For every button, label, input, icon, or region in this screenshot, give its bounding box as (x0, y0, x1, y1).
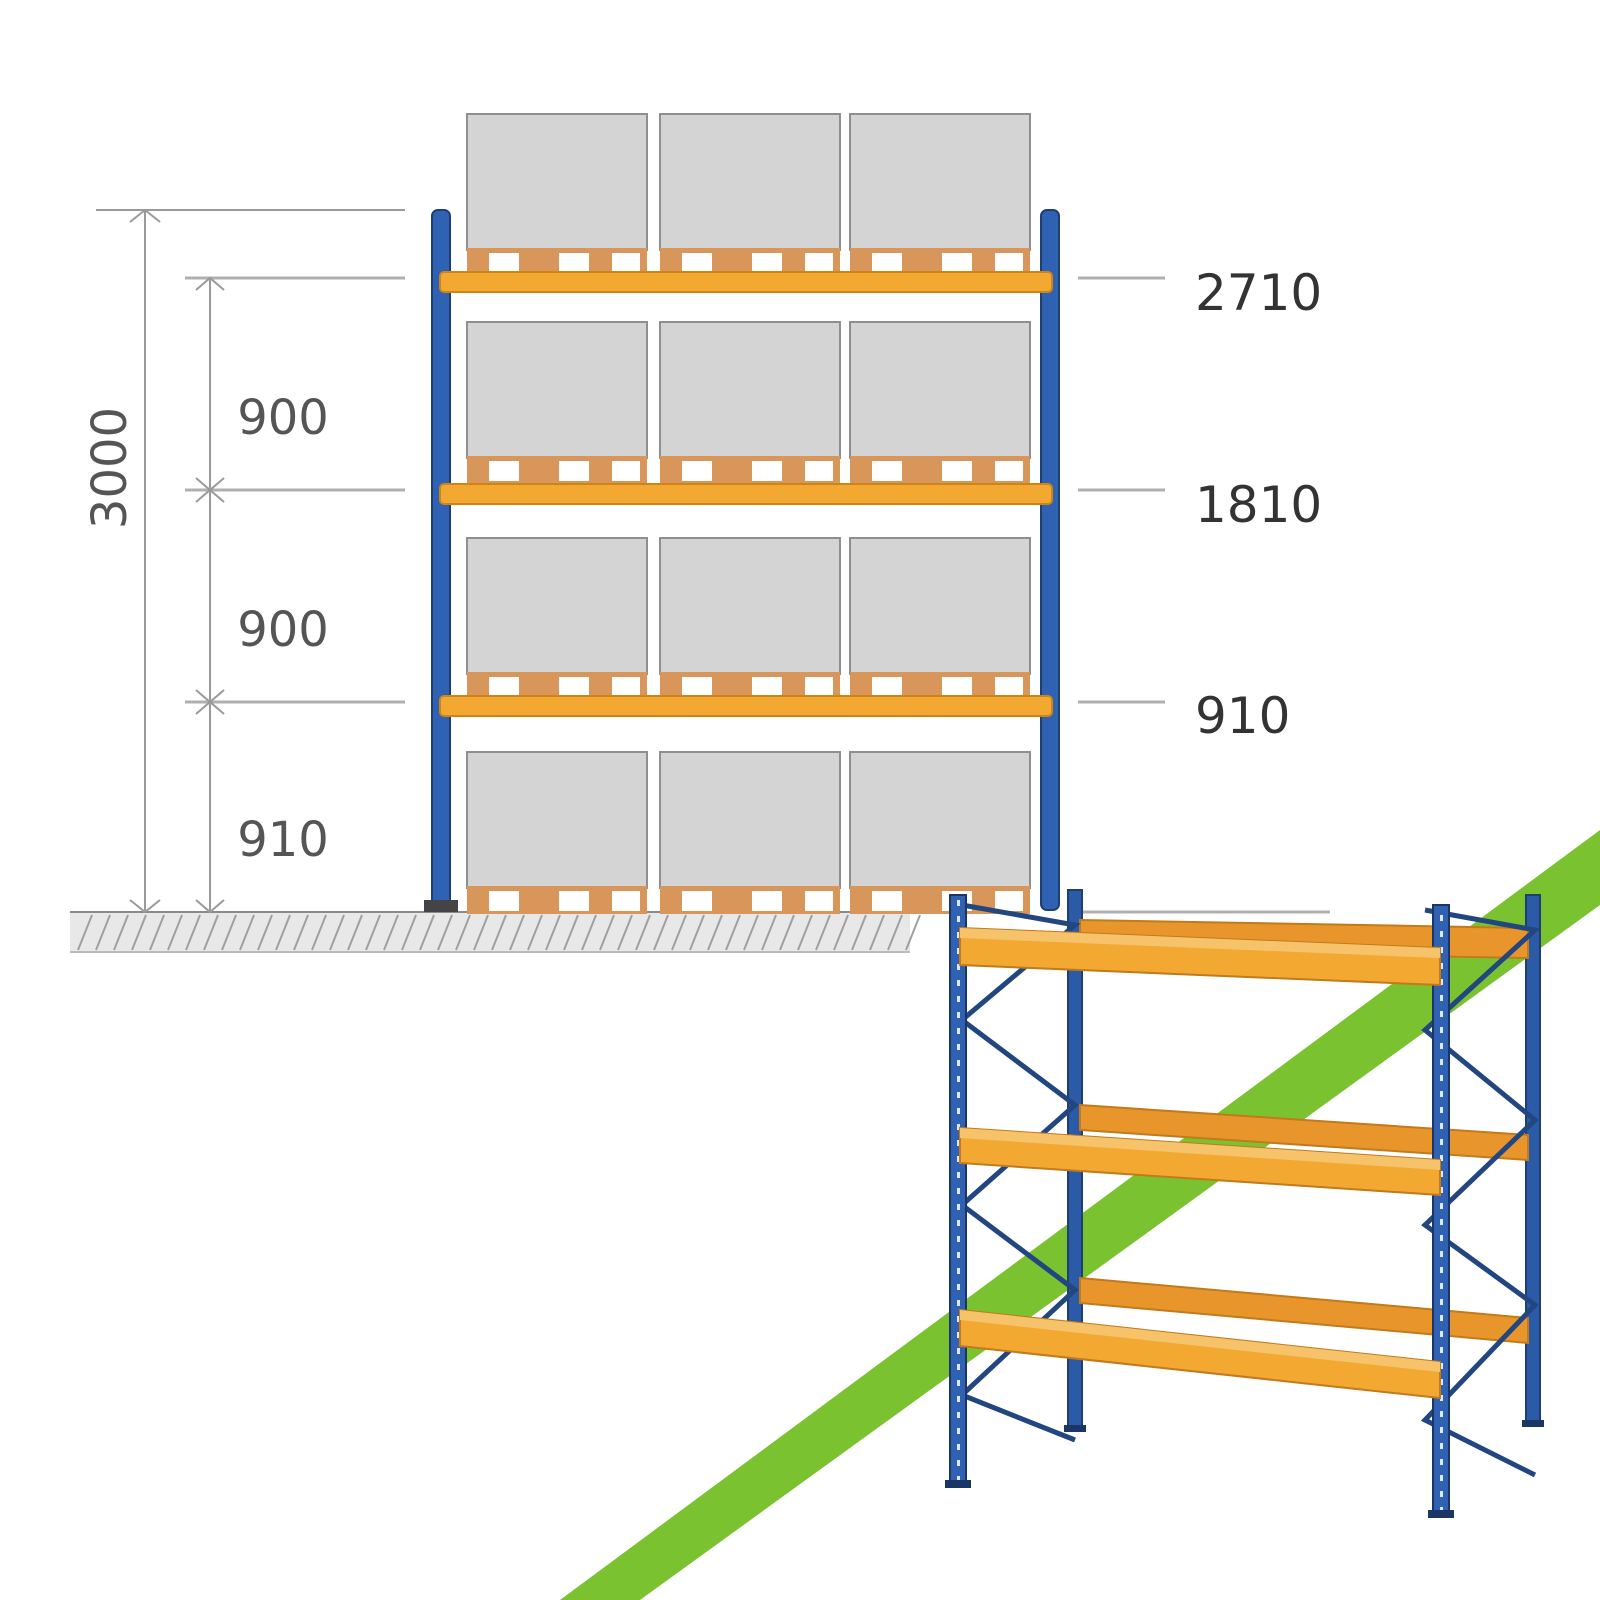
rack-3d-illustration (945, 889, 1544, 1518)
dimension-lines (96, 208, 405, 914)
upright-perforations (957, 900, 1443, 1513)
pallet-load (466, 537, 648, 700)
pallet-load (849, 113, 1031, 276)
pallet-load (659, 321, 841, 484)
level-guides (1078, 276, 1165, 704)
gap-label-middle: 900 (237, 602, 329, 658)
pallet-load (659, 751, 841, 914)
beam-level-middle: 1810 (1195, 476, 1322, 534)
pallet-load (466, 751, 648, 914)
pallet-grid (466, 113, 1031, 914)
pallet-load (659, 537, 841, 700)
ground-floor (70, 910, 1330, 953)
overall-height-label: 3000 (82, 407, 138, 529)
pallet-load (659, 113, 841, 276)
gap-label-bottom: 910 (237, 812, 329, 868)
beam-level-top: 2710 (1195, 264, 1322, 322)
front-uprights (424, 209, 1060, 912)
pallet-load (849, 751, 1031, 914)
pallet-load (849, 321, 1031, 484)
pallet-load (466, 113, 648, 276)
rack-3d-front-beams (959, 926, 1441, 1400)
rack-3d-base-plates (945, 1420, 1544, 1518)
beam-level-bottom: 910 (1195, 687, 1290, 745)
pallet-load (849, 537, 1031, 700)
gap-label-top: 900 (237, 390, 329, 446)
front-beams (439, 271, 1053, 717)
pallet-load (466, 321, 648, 484)
